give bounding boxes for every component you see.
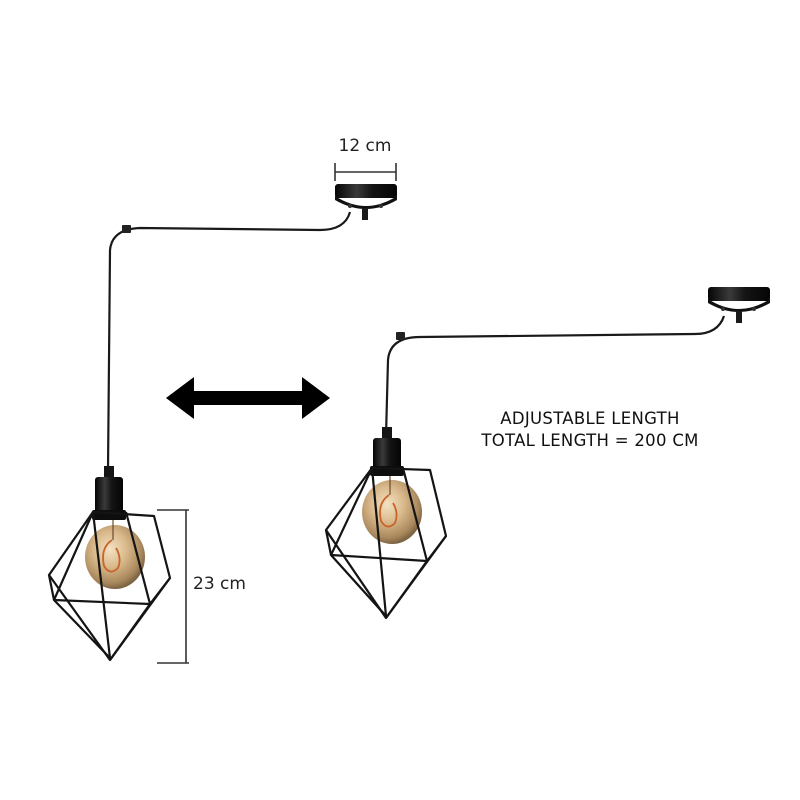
ceiling-canopy-right xyxy=(708,287,770,323)
canopy-width-label: 12 cm xyxy=(339,136,392,156)
wire-cage-left xyxy=(47,510,172,662)
double-headed-arrow-icon xyxy=(166,377,330,419)
cable-left xyxy=(106,211,352,471)
canopy-width-dimension xyxy=(334,163,397,181)
shade-height-label: 23 cm xyxy=(193,574,246,594)
adjustable-length-label: ADJUSTABLE LENGTH xyxy=(500,409,679,428)
ceiling-canopy-left xyxy=(335,184,397,220)
socket-right xyxy=(370,427,404,476)
cable-right xyxy=(384,315,726,437)
lamp-long xyxy=(47,184,397,662)
total-length-label: TOTAL LENGTH = 200 CM xyxy=(480,431,698,450)
wire-cage-right xyxy=(324,466,448,620)
lamp-short xyxy=(324,287,770,620)
shade-height-dimension xyxy=(157,509,189,664)
